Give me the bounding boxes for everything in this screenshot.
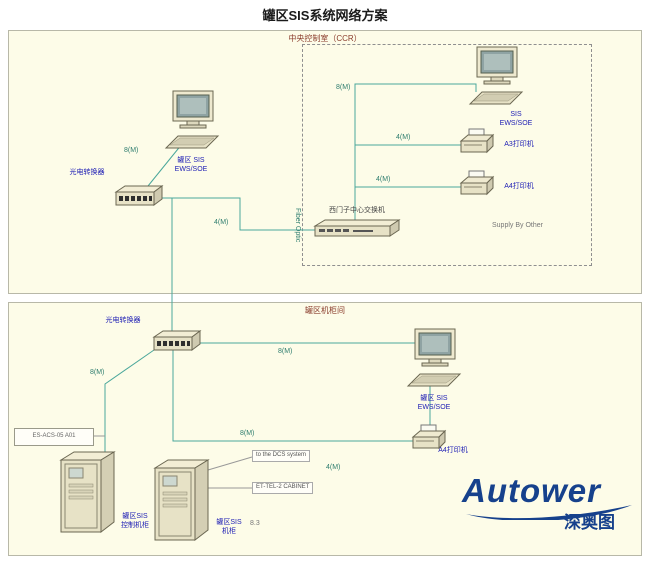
vendor-workstation-label: SIS EWS/SOE: [499, 111, 533, 128]
ccr-workstation-icon: [158, 90, 226, 152]
printer-a4-tank-icon: [408, 424, 448, 454]
core-switch-label: 西门子中心交换机: [329, 207, 385, 214]
tank-media-converter-icon: [150, 328, 202, 356]
link-label-ccr-switch: 4(M): [214, 219, 229, 226]
ccr-workstation-label: 罐区 SIS EWS/SOE: [174, 157, 208, 174]
core-switch-icon: [313, 218, 401, 240]
vendor-supply-dashed-box: [302, 44, 592, 266]
link-label-note: 4(M): [326, 464, 341, 471]
section-ccr: 中央控制室（CCR）: [8, 30, 642, 294]
tank-cabinet1-icon: [56, 450, 118, 534]
section-ccr-label: 中央控制室（CCR）: [288, 34, 362, 43]
tank-cabinet2-icon: [150, 458, 212, 542]
autower-chinese-name: 深奥图: [564, 513, 615, 532]
printer-a3-label: A3打印机: [504, 141, 534, 148]
supply-by-other-note: Supply By Other: [492, 222, 543, 229]
link-label-ccr-ws: 8(M): [124, 147, 139, 154]
tank-cabinet1-label: 罐区SIS 控制机柜: [121, 513, 149, 530]
vendor-workstation-icon: [462, 46, 530, 108]
autower-swoosh-icon: [464, 504, 634, 522]
autower-brand-text: Autower: [462, 472, 601, 509]
tank-note1: to the DCS system: [252, 450, 311, 462]
rev-label: 8.3: [250, 520, 260, 527]
section-tank-room-label: 罐区机柜间: [305, 306, 345, 315]
link-label-tank-cabinet: 8(M): [90, 369, 105, 376]
link-label-tank-printer: 8(M): [240, 430, 255, 437]
ccr-media-converter-label: 光电转换器: [69, 169, 105, 176]
tank-tag-box: ES-ACS-05 A01: [14, 428, 94, 446]
printer-a4-tank-label: A4打印机: [438, 447, 468, 454]
printer-a4-ccr-icon: [456, 170, 496, 200]
tank-workstation-icon: [400, 328, 468, 390]
link-label-tank-ws: 8(M): [278, 348, 293, 355]
tank-media-converter-label: 光电转换器: [105, 317, 141, 324]
tank-cabinet2-label: 罐区SIS 机柜: [216, 519, 242, 536]
link-label-a4-ccr: 4(M): [376, 176, 391, 183]
printer-a3-icon: [456, 128, 496, 158]
fiber-optic-label: Fiber Optic: [294, 208, 301, 243]
ccr-media-converter-icon: [112, 183, 164, 211]
diagram-title: 罐区SIS系统网络方案: [262, 8, 388, 23]
printer-a4-ccr-label: A4打印机: [504, 183, 534, 190]
tank-note2: ET-TEL-2 CABINET: [252, 482, 314, 494]
link-label-a3: 4(M): [396, 134, 411, 141]
tank-workstation-label: 罐区 SIS EWS/SOE: [417, 395, 451, 412]
link-label-vendor-ws: 8(M): [336, 84, 351, 91]
